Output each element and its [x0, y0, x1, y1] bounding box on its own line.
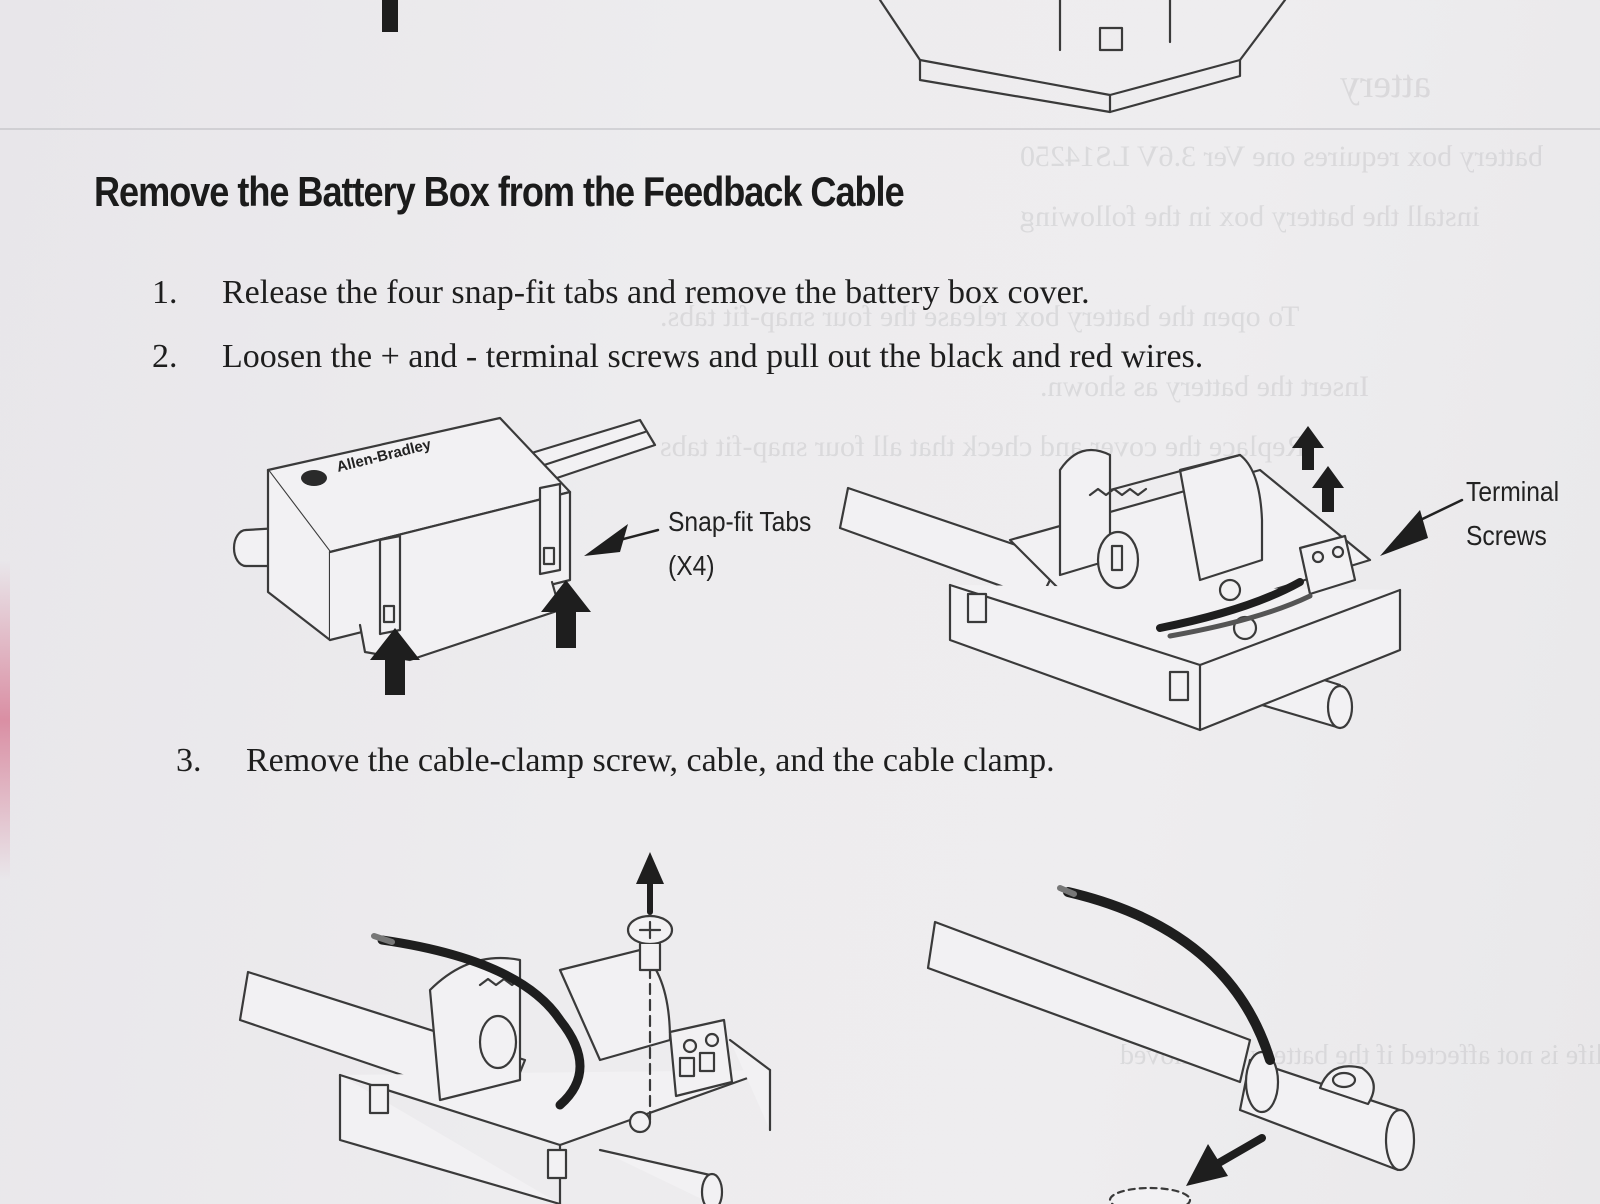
- step-number: 3.: [176, 742, 202, 779]
- step-text: Release the four snap-fit tabs and remov…: [222, 274, 1090, 311]
- allen-bradley-logo-icon: [301, 470, 327, 486]
- step-2: 2. Loosen the + and - terminal screws and…: [152, 338, 1203, 376]
- black-wire: [377, 935, 585, 1110]
- step-1: 1. Release the four snap-fit tabs and rem…: [152, 274, 1090, 312]
- cable-clamp-screw-figure: [238, 852, 772, 1204]
- previous-figure-fragment: [382, 0, 1287, 114]
- snap-fit-tabs-label: Snap-fit Tabs (X4): [668, 500, 811, 588]
- paper-edge-shadow: [0, 560, 10, 880]
- battery-box-closed-figure: [232, 416, 660, 695]
- step-number: 2.: [152, 338, 178, 375]
- pointer-arrow-icon: [1380, 510, 1428, 556]
- callout-line: Snap-fit Tabs: [668, 506, 812, 537]
- black-wire: [1156, 578, 1304, 632]
- up-arrow-icon: [370, 628, 420, 695]
- down-arrow-icon: [1186, 1144, 1228, 1186]
- pointer-arrow-icon: [584, 524, 628, 556]
- step-text: Remove the cable-clamp screw, cable, and…: [246, 742, 1055, 779]
- paper-fold-line: [0, 128, 1600, 130]
- black-wire: [1063, 887, 1275, 1065]
- page-title: Remove the Battery Box from the Feedback…: [94, 168, 905, 215]
- up-arrow-icon: [636, 852, 664, 884]
- up-arrow-icon: [541, 580, 591, 648]
- up-arrow-icon: [1312, 466, 1344, 512]
- callout-line: (X4): [668, 550, 715, 581]
- battery-box-open-figure: [838, 426, 1464, 732]
- red-wire: [1167, 593, 1313, 639]
- callout-line: Terminal: [1466, 476, 1560, 507]
- cable-clamp-removed-figure: [926, 920, 1416, 1204]
- step-number: 1.: [152, 274, 178, 311]
- step-text: Loosen the + and - terminal screws and p…: [222, 338, 1204, 375]
- up-arrow-icon: [1292, 426, 1324, 470]
- terminal-screws-label: Terminal Screws: [1466, 470, 1559, 558]
- step-3: 3. Remove the cable-clamp screw, cable, a…: [176, 742, 1055, 780]
- callout-line: Screws: [1466, 520, 1547, 551]
